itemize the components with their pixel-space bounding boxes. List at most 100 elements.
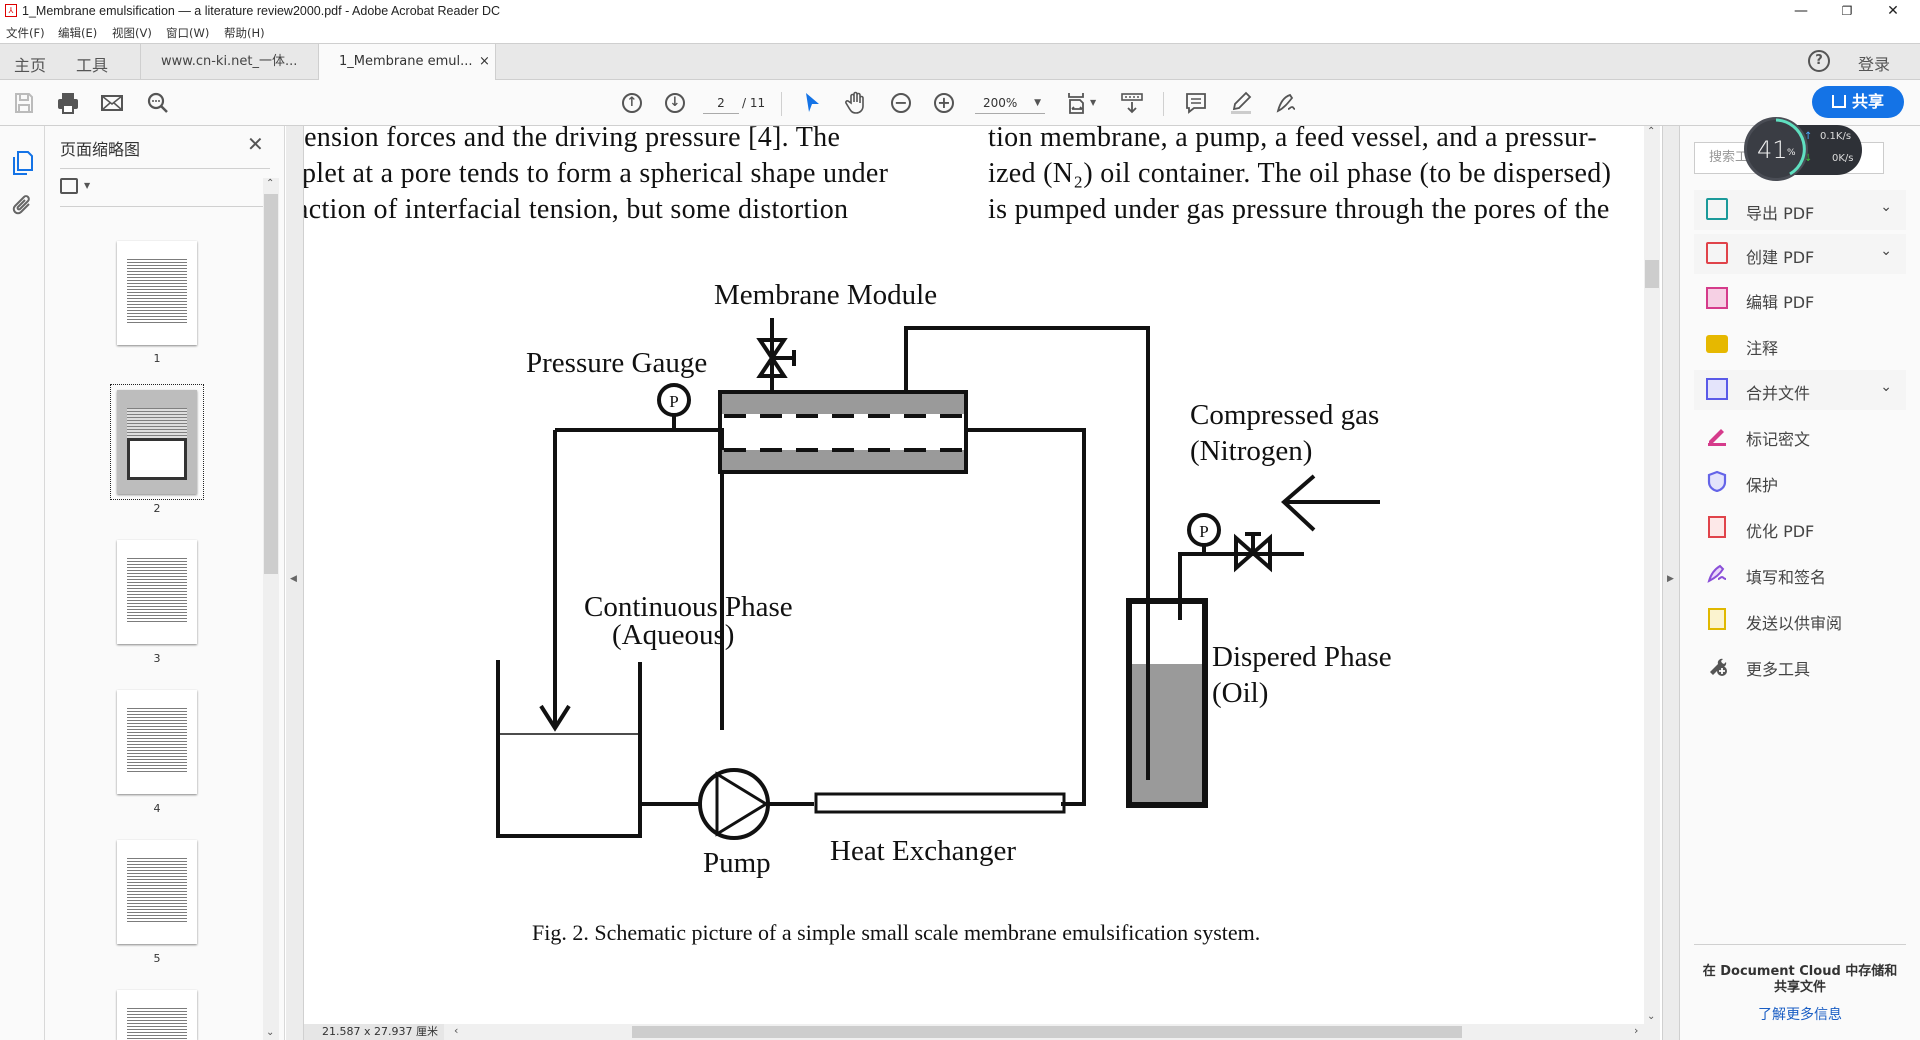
help-icon[interactable]: ? [1808,50,1830,72]
search-icon[interactable] [146,91,170,115]
menu-file[interactable]: 文件(F) [6,26,45,40]
create-pdf-icon [1706,242,1728,264]
redact-icon [1708,429,1726,446]
doc-tab-active[interactable]: 1_Membrane emul... × [318,44,496,81]
chevron-down-icon[interactable]: ▼ [1090,98,1097,107]
upload-speed: 0.1K/s [1820,131,1852,142]
thumbnail-scrollbar[interactable]: ⌃ ⌄ [263,178,279,1040]
thumbnail-page-4[interactable] [117,690,197,794]
edit-pdf-icon [1706,287,1728,309]
viewport-indicator[interactable] [127,438,187,480]
panel-title: 页面缩略图 [60,140,141,159]
thumbnail-page-1[interactable] [117,241,197,345]
oil-label: (Oil) [1212,677,1268,709]
tool-more-tools[interactable]: 更多工具 [1694,646,1906,686]
fit-page-icon[interactable] [1066,91,1090,115]
page-thumbnails-icon[interactable] [12,150,34,176]
continuous-tank [496,660,642,838]
collapse-right-panel[interactable]: ▶ [1662,126,1680,1040]
scroll-left-icon[interactable]: ‹ [454,1024,459,1037]
tool-create-pdf[interactable]: 创建 PDF ⌄ [1694,234,1906,274]
print-icon[interactable] [56,91,80,115]
scroll-right-icon[interactable]: › [1634,1024,1639,1037]
tool-optimize-pdf[interactable]: 优化 PDF [1694,508,1906,548]
menu-edit[interactable]: 编辑(E) [58,26,98,40]
doc-tab-label: www.cn-ki.net_一体... [161,54,298,69]
network-speed-widget[interactable]: ↑ 0.1K/s ↓ 0K/s 41 % [1744,117,1864,187]
save-icon[interactable] [12,91,36,115]
thumbnail-label: 5 [153,952,161,965]
scrollbar-thumb[interactable] [1645,260,1659,288]
doc-tab[interactable]: www.cn-ki.net_一体... [140,44,318,80]
chevron-down-icon[interactable]: ⌄ [1880,243,1892,259]
page-number-input[interactable]: 2 [703,92,739,114]
fill-sign-icon [1707,564,1727,583]
email-icon[interactable] [100,91,124,115]
thumbnail-page-5[interactable] [117,840,197,944]
next-page-button[interactable]: ↓ [665,93,685,113]
thumbnail-page-6[interactable] [117,990,197,1040]
scroll-up-icon[interactable]: ⌃ [266,178,275,189]
tool-send-for-review[interactable]: 发送以供审阅 [1694,600,1906,640]
tab-tools[interactable]: 工具 [76,56,109,75]
document-view[interactable]: tension forces and the driving pressure … [304,126,1644,1024]
zoom-level-select[interactable]: 200% ▼ [975,92,1045,114]
left-navigation-strip [0,126,45,1040]
collapse-left-icon: ◀ [290,574,297,584]
chevron-down-icon[interactable]: ⌄ [1880,379,1892,395]
scroll-up-icon[interactable]: ⌃ [1647,126,1656,137]
document-vertical-scrollbar[interactable]: ⌃ ⌄ [1644,126,1660,1024]
scroll-down-icon[interactable]: ⌄ [266,1027,275,1038]
tool-export-pdf[interactable]: 导出 PDF ⌄ [1694,190,1906,230]
page-count: / 11 [742,96,766,110]
learn-more-link[interactable]: 了解更多信息 [1758,1007,1842,1023]
restore-button[interactable]: ❐ [1841,4,1853,18]
attachments-icon[interactable] [12,194,34,218]
prev-page-button[interactable]: ↑ [622,93,642,113]
scrollbar-thumb[interactable] [264,194,278,574]
collapse-left-panel[interactable]: ◀ [286,126,304,1040]
zoom-in-button[interactable]: + [934,93,954,113]
close-tab-icon[interactable]: × [479,54,490,69]
thumbnail-panel: 页面缩略图 ✕ ▼ 1 2 3 4 5 ⌃ ⌄ [45,126,285,1040]
comment-icon[interactable] [1184,91,1208,115]
close-panel-icon[interactable]: ✕ [247,132,264,156]
highlight-icon[interactable] [1229,91,1253,115]
acrobat-app-icon: ⅄ [5,4,17,17]
close-window-button[interactable]: ✕ [1887,3,1899,19]
sign-icon[interactable] [1274,91,1298,115]
download-arrow-icon: ↓ [1804,153,1813,164]
thumbnail-label: 2 [153,502,161,515]
thumbnail-page-3[interactable] [117,540,197,644]
select-tool-icon[interactable] [800,91,824,115]
tool-combine-files[interactable]: 合并文件 ⌄ [1694,370,1906,410]
tool-fill-sign[interactable]: 填写和签名 [1694,554,1906,594]
chevron-down-icon[interactable]: ⌄ [1880,199,1892,215]
tab-home[interactable]: 主页 [14,56,47,75]
document-horizontal-scrollbar[interactable]: ‹ › [304,1024,1660,1040]
thumbnail-options-button[interactable]: ▼ [60,176,96,198]
tool-edit-pdf[interactable]: 编辑 PDF [1694,279,1906,319]
scroll-down-icon[interactable]: ⌄ [1647,1011,1656,1022]
tools-panel: 搜索工具 导出 PDF ⌄ 创建 PDF ⌄ 编辑 PDF 注释 合并文件 ⌄ … [1680,126,1920,1040]
menu-window[interactable]: 窗口(W) [166,26,210,40]
zoom-out-button[interactable]: − [891,93,911,113]
pump-triangle [715,771,769,837]
chevron-down-icon: ▼ [1034,98,1041,108]
thumbnail-label: 3 [153,652,161,665]
minimize-button[interactable]: — [1794,3,1808,19]
login-button[interactable]: 登录 [1858,55,1891,74]
scrollbar-thumb[interactable] [632,1026,1462,1038]
scroll-mode-icon[interactable] [1120,91,1144,115]
menu-view[interactable]: 视图(V) [112,26,152,40]
text-line: ized (N₂) oil container. The oil phase (… [988,158,1612,189]
share-button[interactable]: 共享 [1812,86,1904,118]
thumbnail-page-2[interactable] [117,390,197,494]
tool-protect[interactable]: 保护 [1694,462,1906,502]
thumbnail-selection [110,384,204,500]
tool-comment[interactable]: 注释 [1694,325,1906,365]
gas-valve-handle [1245,532,1261,552]
menu-help[interactable]: 帮助(H) [224,26,265,40]
hand-tool-icon[interactable] [844,91,868,115]
tool-redact[interactable]: 标记密文 [1694,416,1906,456]
